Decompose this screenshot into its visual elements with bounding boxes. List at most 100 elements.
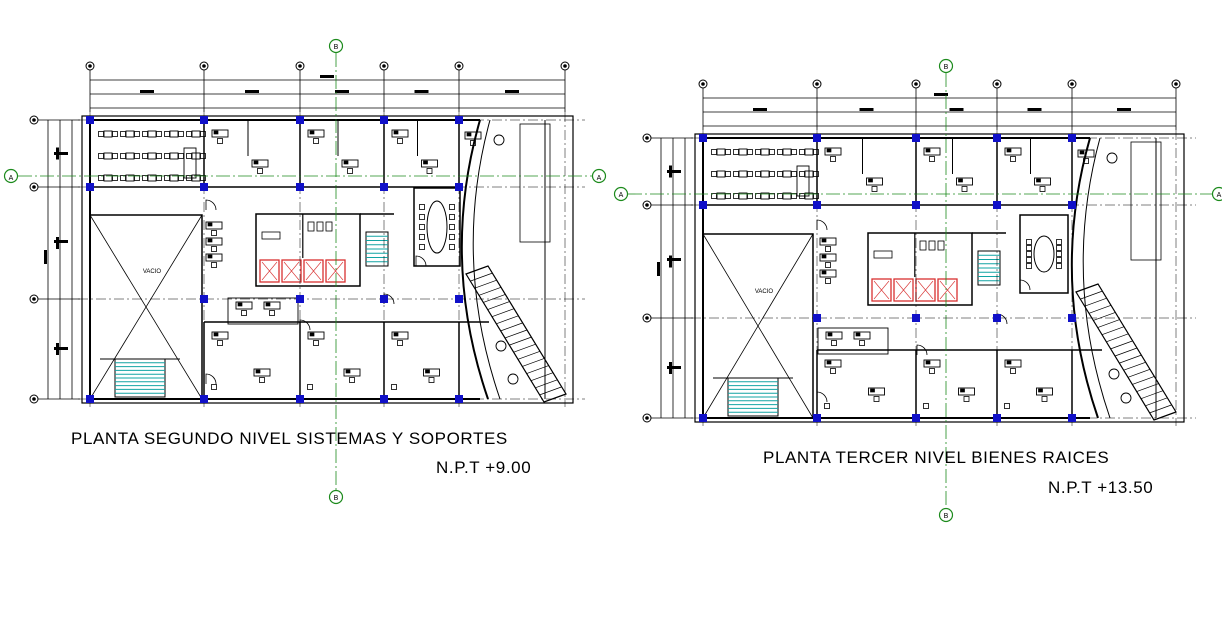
table — [760, 192, 770, 200]
void-diagonal — [89, 214, 203, 400]
column-mark — [380, 395, 388, 403]
grid-axes — [3, 38, 607, 505]
dimension-tick — [1117, 108, 1131, 111]
stair-tread — [1132, 376, 1155, 385]
chair — [200, 153, 206, 159]
chair — [871, 186, 878, 192]
chair — [791, 193, 797, 199]
dimension-tick — [1027, 108, 1042, 111]
chair — [211, 384, 217, 390]
monitor — [253, 160, 259, 165]
desk — [253, 368, 271, 377]
toilet-fixture — [919, 240, 927, 251]
chair — [211, 246, 217, 252]
table — [125, 174, 135, 182]
monitor — [466, 132, 472, 137]
table — [169, 174, 179, 182]
elevator-cross — [283, 261, 300, 281]
column-mark — [200, 295, 208, 303]
desk — [825, 331, 843, 340]
table — [103, 152, 113, 160]
column-mark — [200, 116, 208, 124]
desk — [819, 269, 837, 278]
chair — [830, 156, 836, 162]
chair — [1010, 368, 1016, 374]
elevator-cross — [939, 280, 956, 300]
stair-tread — [1123, 361, 1146, 371]
table — [716, 170, 726, 178]
dimension-chain — [642, 79, 1181, 423]
stair-tread — [504, 329, 528, 339]
dimension-tick — [669, 255, 672, 268]
curved-facade-inner — [472, 119, 501, 400]
axis-bubble-b-bottom — [328, 489, 344, 505]
grid-bubble-dot — [815, 82, 819, 86]
plan-title: PLANTA SEGUNDO NIVEL SISTEMAS Y SOPORTES — [71, 429, 508, 448]
table — [804, 148, 814, 156]
monitor — [821, 270, 827, 275]
open-office — [703, 148, 819, 206]
toilet-fixture — [937, 240, 945, 251]
stair-tread — [470, 272, 493, 282]
axis-tag-y-bottom: B — [944, 513, 949, 520]
monitor — [425, 369, 430, 374]
stair-tread — [1149, 404, 1172, 414]
chair — [831, 340, 837, 346]
meeting-table — [495, 340, 507, 352]
service-core — [867, 232, 1006, 306]
chair — [791, 149, 797, 155]
monitor — [925, 148, 931, 153]
monitor — [868, 178, 873, 183]
column-mark — [813, 201, 821, 209]
axis-bubble-a-right — [1211, 186, 1222, 202]
chair — [1004, 403, 1010, 409]
column-mark — [813, 134, 821, 142]
dimension-tick — [667, 170, 681, 173]
void-label: VACIO — [143, 269, 162, 275]
chair — [1026, 239, 1032, 245]
chair — [1026, 263, 1032, 269]
lavatory-counter — [873, 250, 893, 259]
chair — [397, 138, 403, 144]
chair — [799, 171, 805, 177]
desk — [464, 131, 482, 140]
axis-tag-y-top: B — [334, 44, 339, 51]
table — [125, 130, 135, 138]
chair — [1026, 257, 1032, 263]
chair — [1041, 396, 1048, 402]
chair — [164, 153, 170, 159]
monitor — [821, 254, 827, 259]
chair — [178, 131, 184, 137]
chair — [259, 377, 265, 383]
axis-bubble-b-top — [328, 38, 344, 54]
column-mark — [813, 414, 821, 422]
desk — [958, 387, 975, 396]
chair — [961, 186, 968, 192]
monitor — [237, 302, 243, 307]
desk — [1004, 359, 1022, 368]
chair — [200, 131, 206, 137]
chair — [142, 153, 148, 159]
stair-tread — [509, 336, 532, 346]
table — [782, 148, 792, 156]
structural-grid — [78, 112, 585, 407]
stair-tread — [491, 308, 515, 317]
monitor — [213, 130, 219, 135]
desk — [263, 301, 281, 310]
dimension-tick — [245, 90, 259, 93]
monitor — [207, 254, 213, 259]
chair — [449, 234, 455, 240]
column-mark — [86, 395, 94, 403]
columns — [86, 116, 463, 403]
grid-bubble-dot — [32, 185, 36, 189]
chair — [397, 340, 403, 346]
column-mark — [699, 134, 707, 142]
table — [738, 192, 748, 200]
axis-tag-x-left: A — [619, 192, 624, 199]
stair-tread — [1101, 326, 1125, 335]
chair — [747, 193, 753, 199]
exterior-stair — [1075, 283, 1177, 421]
elevator-cross — [305, 261, 322, 281]
monitor — [826, 148, 832, 153]
